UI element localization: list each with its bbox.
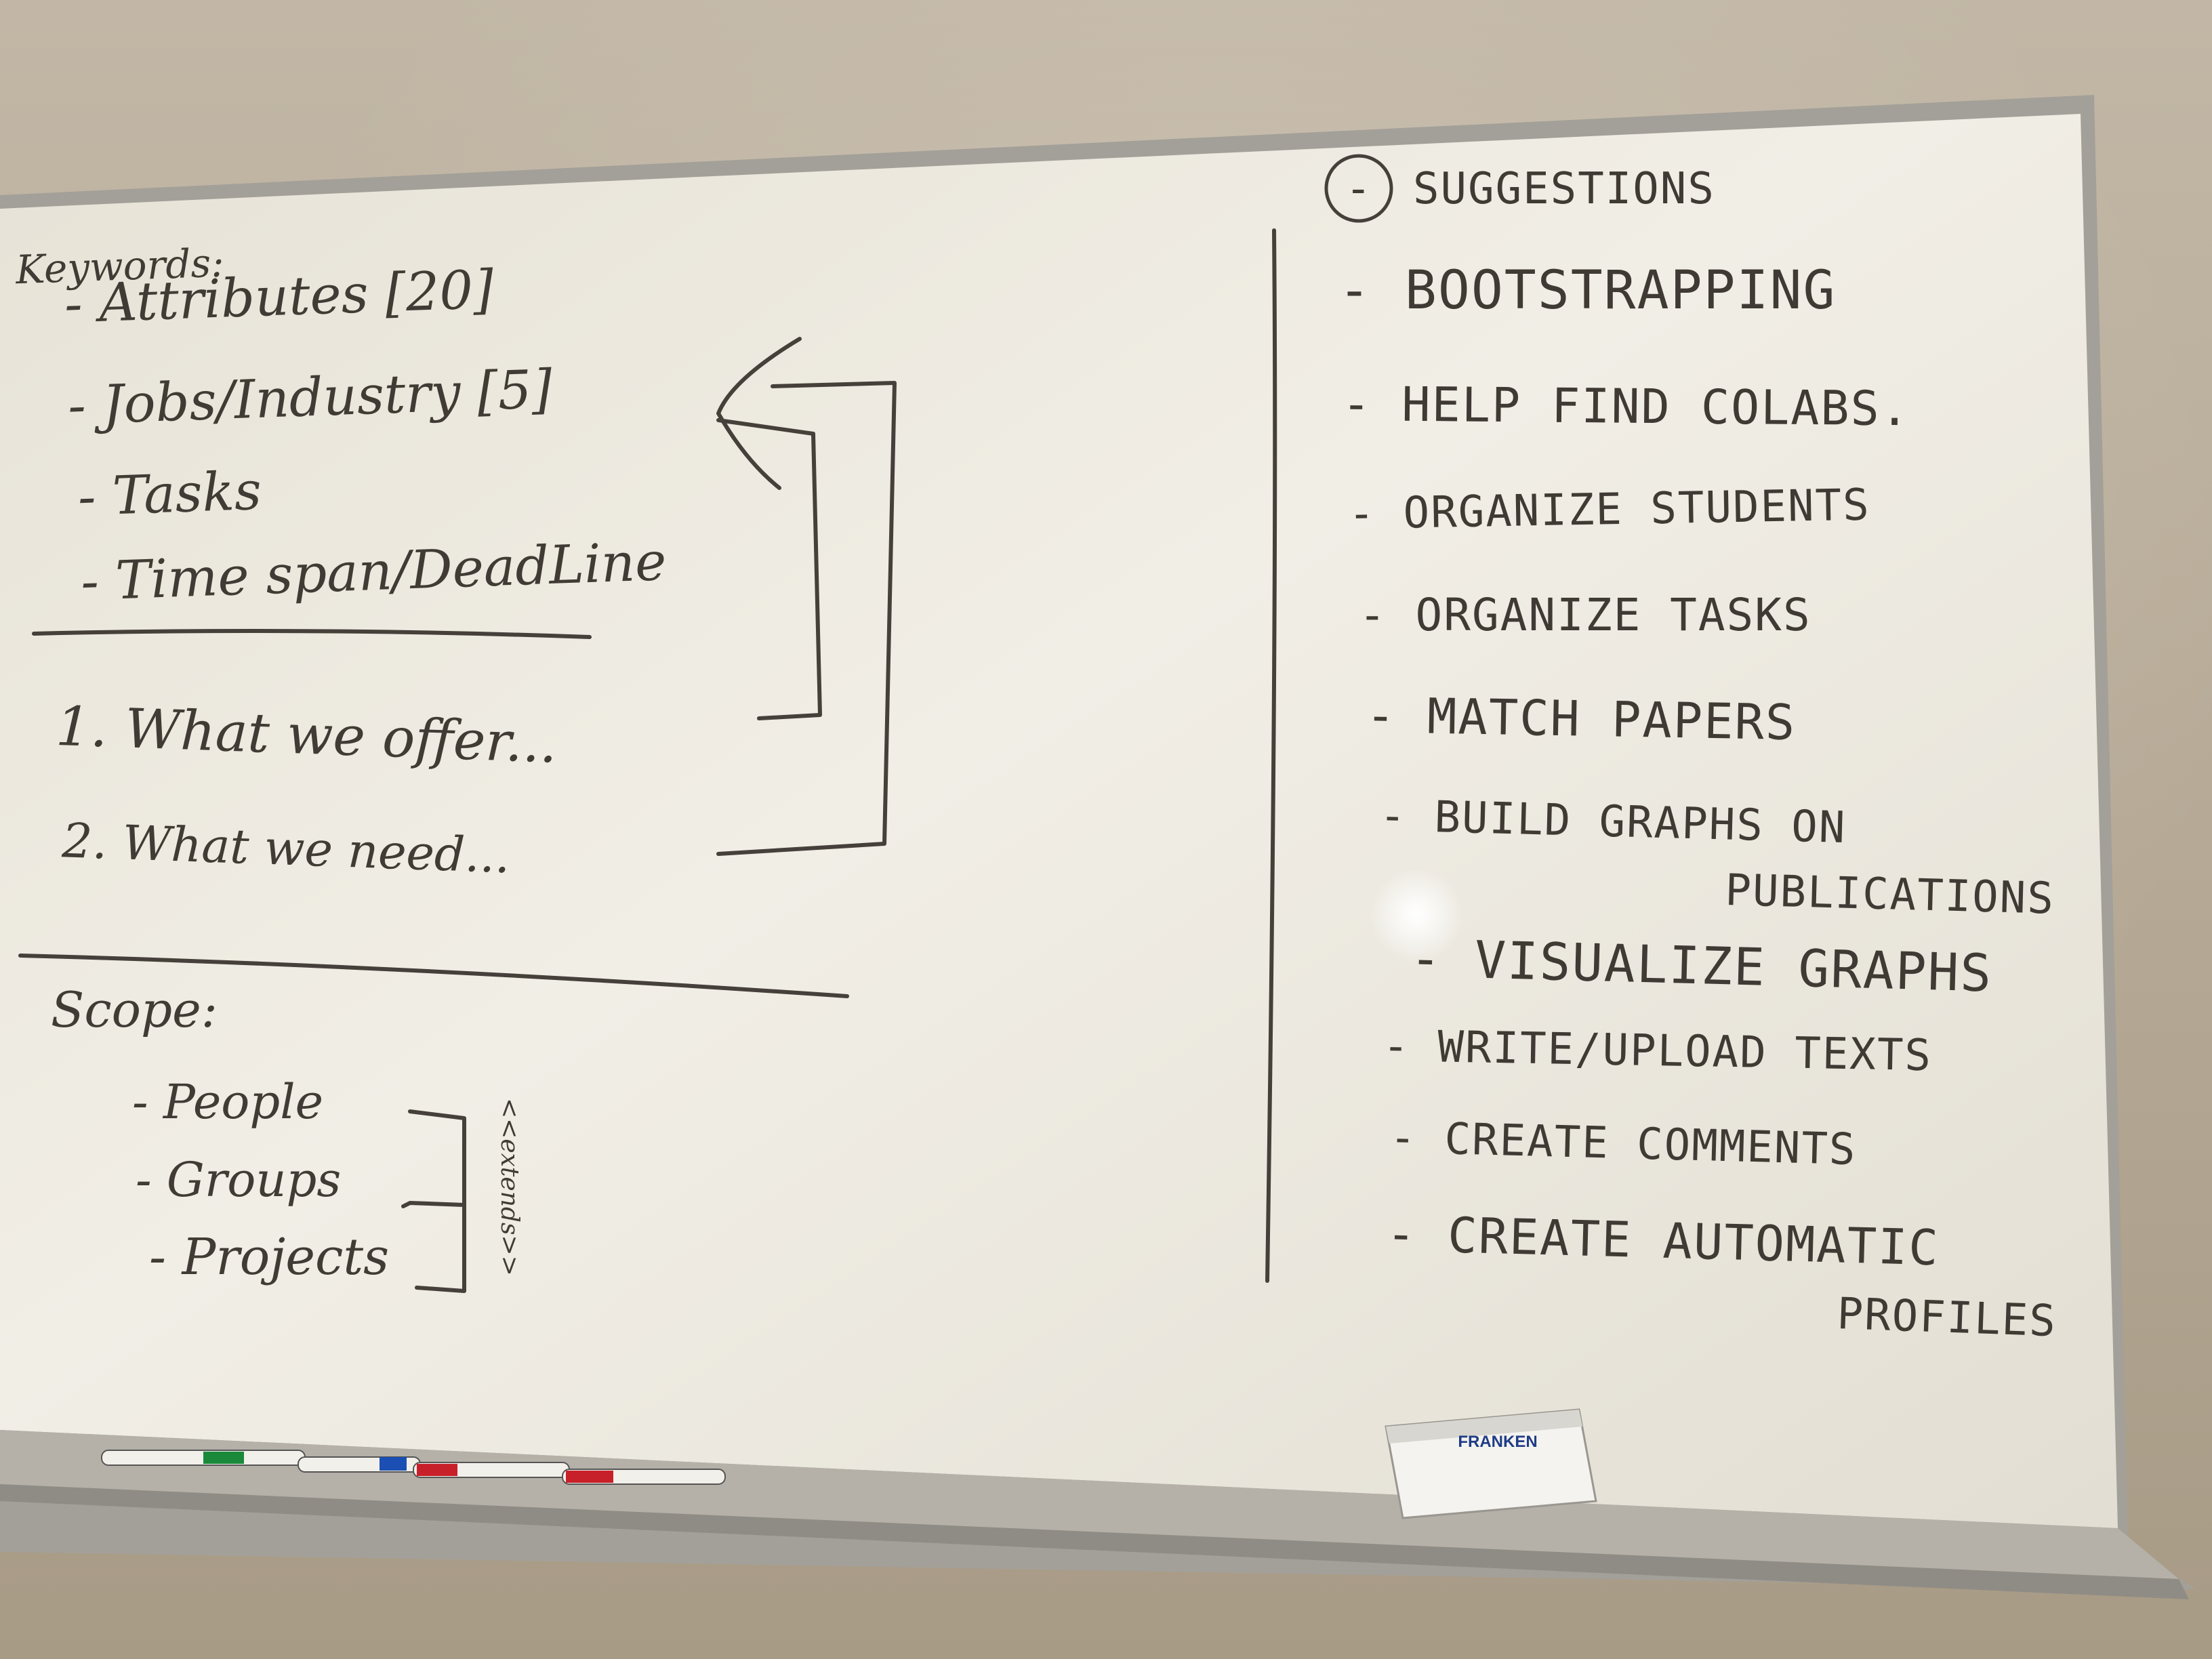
scope-title: Scope: bbox=[51, 981, 218, 1038]
scope-item: - Projects bbox=[149, 1228, 389, 1286]
marker-red-cap bbox=[417, 1464, 457, 1476]
keywords-title: Keywords: bbox=[14, 239, 225, 293]
suggestions-circle bbox=[1324, 154, 1393, 223]
scope-divider bbox=[18, 954, 849, 998]
suggestion-item: - BUILD GRAPHS ON bbox=[1379, 791, 1847, 853]
bracket-offer bbox=[716, 337, 822, 720]
suggestion-item: - WRITE/UPLOAD TEXTS bbox=[1382, 1021, 1933, 1081]
scope-item: - People bbox=[132, 1074, 323, 1130]
suggestion-item: - ORGANIZE TASKS bbox=[1359, 589, 1811, 641]
board-surface bbox=[0, 114, 2118, 1528]
keyword-item: - Tasks bbox=[77, 461, 262, 528]
column-divider bbox=[1265, 228, 1277, 1283]
suggestion-item: PROFILES bbox=[1836, 1289, 2057, 1347]
scope-bracket bbox=[401, 1109, 466, 1293]
extends-label: <<extends>> bbox=[495, 1098, 523, 1276]
scope-section: Scope: - People - Groups - Projects <<ex… bbox=[51, 981, 523, 1293]
suggestions-marker: - bbox=[1345, 164, 1373, 214]
suggestion-item: PUBLICATIONS bbox=[1725, 865, 2055, 924]
marker-red-2-cap bbox=[566, 1471, 613, 1483]
marker-blue-cap bbox=[380, 1457, 407, 1471]
suggestion-item: - HELP FIND COLABS. bbox=[1342, 376, 1910, 436]
keywords-underline bbox=[32, 629, 592, 639]
suggestion-item: - MATCH PAPERS bbox=[1366, 687, 1797, 751]
suggestion-item: - CREATE COMMENTS bbox=[1389, 1113, 1858, 1175]
markers bbox=[101, 1450, 726, 1485]
eraser: FRANKEN bbox=[1385, 1408, 1597, 1519]
tray-edge bbox=[0, 1484, 2189, 1599]
marker-green-cap bbox=[203, 1452, 244, 1464]
light-glare bbox=[1369, 867, 1464, 962]
suggestion-item: - BOOTSTRAPPING bbox=[1338, 260, 1836, 321]
suggestions-section: - SUGGESTIONS - BOOTSTRAPPING - HELP FIN… bbox=[1324, 154, 2057, 1347]
suggestions-title: SUGGESTIONS bbox=[1413, 164, 1715, 214]
bracket-need bbox=[716, 381, 897, 856]
scope-item: - Groups bbox=[136, 1152, 341, 1208]
keyword-item: - Attributes [20] bbox=[63, 260, 495, 335]
suggestion-item: - ORGANIZE STUDENTS bbox=[1348, 480, 1870, 539]
eraser-brand: FRANKEN bbox=[1458, 1433, 1537, 1451]
